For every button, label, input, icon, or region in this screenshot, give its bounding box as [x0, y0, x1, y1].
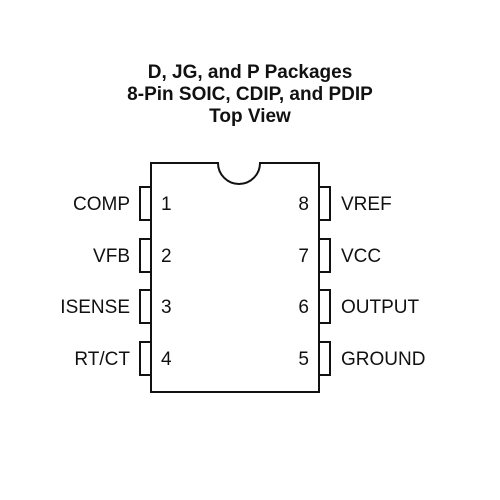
pin-3-name: ISENSE [60, 297, 130, 318]
pin-6-number: 6 [298, 297, 309, 318]
pin-4-lead [139, 341, 151, 376]
pin-8-lead [319, 186, 331, 221]
pin-4-name: RT/CT [74, 349, 130, 370]
pin-5-number: 5 [298, 349, 309, 370]
pin-5-lead [319, 341, 331, 376]
pin-1-name: COMP [73, 194, 130, 215]
pin-4-number: 4 [161, 349, 172, 370]
diagram-title: D, JG, and P Packages 8-Pin SOIC, CDIP, … [0, 62, 500, 128]
pin-8-name: VREF [341, 194, 392, 215]
pin-1-number: 1 [161, 194, 172, 215]
pin-3-lead [139, 289, 151, 324]
pin-6-lead [319, 289, 331, 324]
pin-6-name: OUTPUT [341, 297, 420, 318]
title-pin-types: 8-Pin SOIC, CDIP, and PDIP [127, 84, 373, 105]
pin-5-name: GROUND [341, 349, 425, 370]
title-packages: D, JG, and P Packages [147, 62, 353, 83]
pin-2-lead [139, 238, 151, 273]
ic-body-outline [150, 162, 320, 393]
pin-2-name: VFB [93, 246, 130, 267]
pin-8-number: 8 [298, 194, 309, 215]
pin-7-lead [319, 238, 331, 273]
pin-3-number: 3 [161, 297, 172, 318]
pin-7-number: 7 [298, 246, 309, 267]
pin-7-name: VCC [341, 246, 381, 267]
pin-1-lead [139, 186, 151, 221]
title-view: Top View [209, 106, 291, 127]
pin-2-number: 2 [161, 246, 172, 267]
